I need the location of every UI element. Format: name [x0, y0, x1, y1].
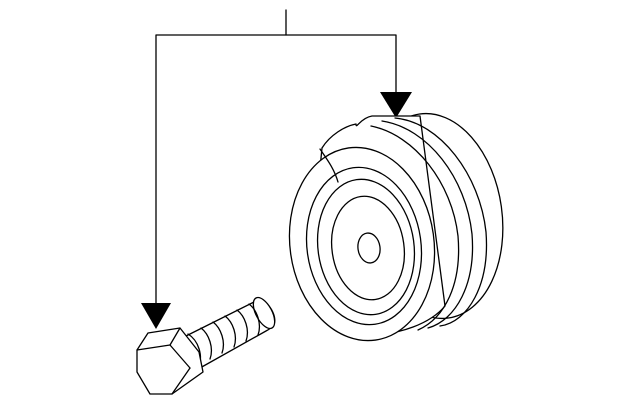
leader-bracket: [155, 34, 397, 306]
pulley-arrowhead: [380, 92, 412, 118]
callout-leader: [141, 9, 412, 329]
bolt-thread-2: [236, 309, 249, 342]
pulley-groove-3: [370, 125, 460, 331]
bolt-hex-edge-3: [171, 367, 191, 395]
bolt-thread-4: [212, 321, 225, 354]
pulley-face-ring-3: [330, 195, 406, 301]
pulley-face-ring-2: [316, 178, 416, 316]
pulley-groove-1: [394, 117, 488, 327]
bolt-hex-edge-2: [169, 327, 181, 346]
pulley-groove-2: [381, 120, 474, 329]
idler-pulley: [288, 112, 504, 342]
pulley-bore: [357, 232, 381, 264]
bolt-thread-1: [248, 303, 261, 336]
bolt-thread-3: [224, 315, 237, 348]
pulley-face-ring-1: [305, 166, 423, 326]
pulley-front-notch: [319, 148, 339, 183]
pulley-bolt: [136, 296, 276, 395]
bolt-thread-5: [200, 327, 213, 360]
bolt-shank-tip: [252, 296, 276, 330]
bolt-arrowhead: [141, 303, 171, 329]
